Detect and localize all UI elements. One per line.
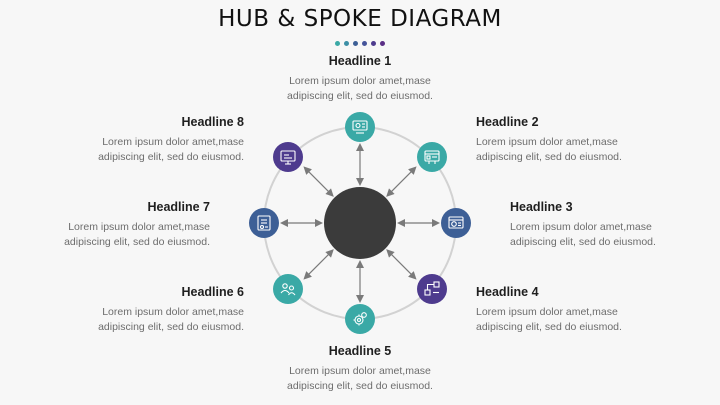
headline-2-text: Lorem ipsum dolor amet,mase adipiscing e… <box>476 136 622 163</box>
dashboard-icon <box>424 150 440 164</box>
headline-block-2: Headline 2 Lorem ipsum dolor amet,mase a… <box>476 115 666 165</box>
headline-block-7: Headline 7 Lorem ipsum dolor amet,mase a… <box>20 200 210 250</box>
headline-7-text: Lorem ipsum dolor amet,mase adipiscing e… <box>64 221 210 248</box>
headline-1-text: Lorem ipsum dolor amet,mase adipiscing e… <box>287 75 433 102</box>
node-2[interactable] <box>417 142 447 172</box>
dot <box>344 41 349 46</box>
dot <box>380 41 385 46</box>
people-icon <box>280 283 296 296</box>
page-title: HUB & SPOKE DIAGRAM <box>218 6 502 32</box>
node-7[interactable] <box>249 208 279 238</box>
node-6[interactable] <box>273 274 303 304</box>
node-4[interactable] <box>417 274 447 304</box>
headline-block-4: Headline 4 Lorem ipsum dolor amet,mase a… <box>476 285 666 335</box>
headline-block-1: Headline 1 Lorem ipsum dolor amet,mase a… <box>265 54 455 104</box>
headline-4-title: Headline 4 <box>476 285 539 299</box>
report-icon <box>257 215 271 231</box>
node-1[interactable] <box>345 112 375 142</box>
headline-8-text: Lorem ipsum dolor amet,mase adipiscing e… <box>98 136 244 163</box>
node-6-circle <box>273 274 303 304</box>
spoke-arrow-6 <box>303 249 334 280</box>
headline-3-text: Lorem ipsum dolor amet,mase adipiscing e… <box>510 221 656 248</box>
headline-4-text: Lorem ipsum dolor amet,mase adipiscing e… <box>476 306 622 333</box>
spoke-arrow-4 <box>386 249 417 280</box>
node-8-circle <box>273 142 303 172</box>
node-8[interactable] <box>273 142 303 172</box>
headline-3-title: Headline 3 <box>510 200 573 214</box>
spokes <box>280 143 440 303</box>
analytics-icon <box>448 216 464 229</box>
headline-7-title: Headline 7 <box>147 200 210 214</box>
headline-1-title: Headline 1 <box>328 54 392 68</box>
headline-block-3: Headline 3 Lorem ipsum dolor amet,mase a… <box>510 200 700 250</box>
dot <box>371 41 376 46</box>
headline-2-title: Headline 2 <box>476 115 539 129</box>
monitor-icon <box>280 150 296 165</box>
presentation-icon <box>352 120 368 134</box>
node-3[interactable] <box>441 208 471 238</box>
hub-circle <box>324 187 396 259</box>
headline-block-5: Headline 5 Lorem ipsum dolor amet,mase a… <box>265 344 455 394</box>
node-4-circle <box>417 274 447 304</box>
spoke-arrow-2 <box>386 166 417 197</box>
headline-5-text: Lorem ipsum dolor amet,mase adipiscing e… <box>287 365 433 392</box>
settings-icon <box>353 312 367 326</box>
dot <box>335 41 340 46</box>
headline-8-title: Headline 8 <box>181 115 244 129</box>
headline-6-text: Lorem ipsum dolor amet,mase adipiscing e… <box>98 306 244 333</box>
workflow-icon <box>424 281 440 296</box>
dot <box>353 41 358 46</box>
title-dots <box>0 41 720 46</box>
headline-block-6: Headline 6 Lorem ipsum dolor amet,mase a… <box>54 285 244 335</box>
dot <box>362 41 367 46</box>
headline-6-title: Headline 6 <box>181 285 244 299</box>
spoke-arrow-8 <box>303 166 334 197</box>
headline-block-8: Headline 8 Lorem ipsum dolor amet,mase a… <box>54 115 244 165</box>
headline-5-title: Headline 5 <box>328 344 392 358</box>
node-5[interactable] <box>345 304 375 334</box>
